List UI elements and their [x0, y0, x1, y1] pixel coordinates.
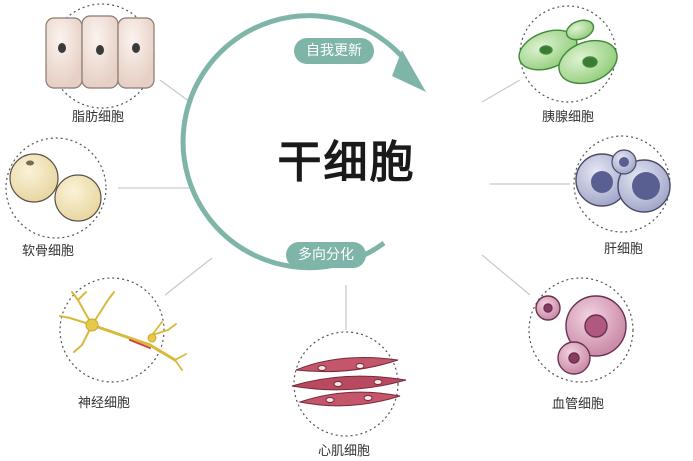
- label-liver: 肝细胞: [604, 242, 644, 257]
- frame-cartilage: [5, 137, 107, 239]
- frame-blood: [528, 277, 634, 383]
- blood-cell-icon: [535, 295, 627, 375]
- label-pancreas: 胰腺细胞: [542, 110, 595, 125]
- label-fat: 脂肪细胞: [72, 110, 125, 125]
- connector-pancreas: [481, 79, 521, 103]
- cartilage-cell-icon: [9, 153, 102, 222]
- label-cartilage: 软骨细胞: [22, 244, 75, 259]
- page-title: 干细胞: [277, 137, 416, 188]
- frame-heart: [293, 331, 399, 437]
- liver-cell-icon: [575, 149, 671, 213]
- pancreas-cell-icon: [518, 19, 618, 85]
- connector-blood: [481, 254, 531, 296]
- nerve-cell-icon: [59, 291, 187, 371]
- frame-nerve: [59, 277, 165, 383]
- differentiation-label: 多向分化: [286, 242, 366, 268]
- label-blood: 血管细胞: [552, 397, 605, 412]
- connector-fat: [159, 79, 191, 103]
- connector-lines: [118, 79, 570, 330]
- self-renewal-label: 自我更新: [294, 38, 374, 64]
- label-nerve: 神经细胞: [78, 396, 131, 411]
- connector-nerve: [164, 257, 213, 296]
- fat-cell-icon: [45, 15, 155, 89]
- label-heart: 心肌细胞: [318, 444, 371, 459]
- heart-cell-icon: [291, 357, 407, 407]
- arrow-head-icon: [392, 50, 426, 92]
